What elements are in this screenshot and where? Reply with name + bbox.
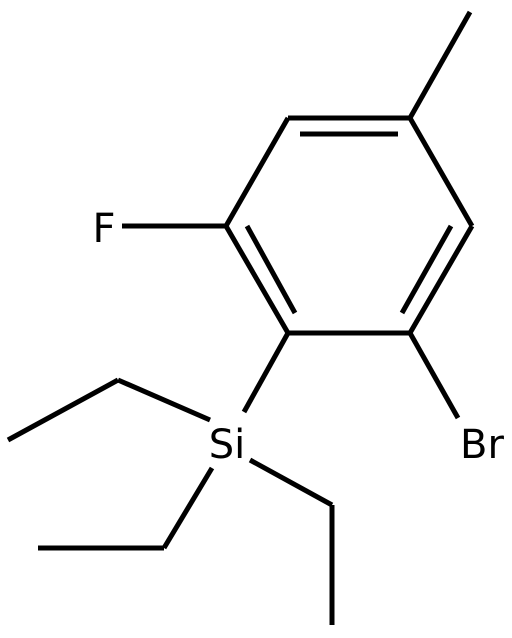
bond-ring-3-inner (399, 224, 454, 315)
bond-ring-6 (223, 116, 291, 228)
bond-silicon (241, 331, 291, 414)
fluorine-label: F (92, 206, 115, 252)
bond-ring-3 (407, 224, 475, 335)
bond-ethyl-2-a (161, 466, 215, 550)
atom-labels: F Si Br (92, 206, 504, 468)
bond-ethyl-3-a (248, 457, 334, 508)
bond-ring-5 (223, 224, 291, 335)
bond-ring-2 (407, 116, 475, 228)
bond-ethyl-1-a (117, 377, 211, 423)
bond-ring-5-inner (244, 224, 298, 315)
bond-methyl (407, 10, 473, 120)
silicon-label: Si (209, 422, 246, 468)
bond-ethyl-1-b (6, 377, 120, 443)
bromine-label: Br (460, 422, 504, 468)
bond-bromine (407, 331, 461, 420)
bonds (6, 10, 475, 625)
